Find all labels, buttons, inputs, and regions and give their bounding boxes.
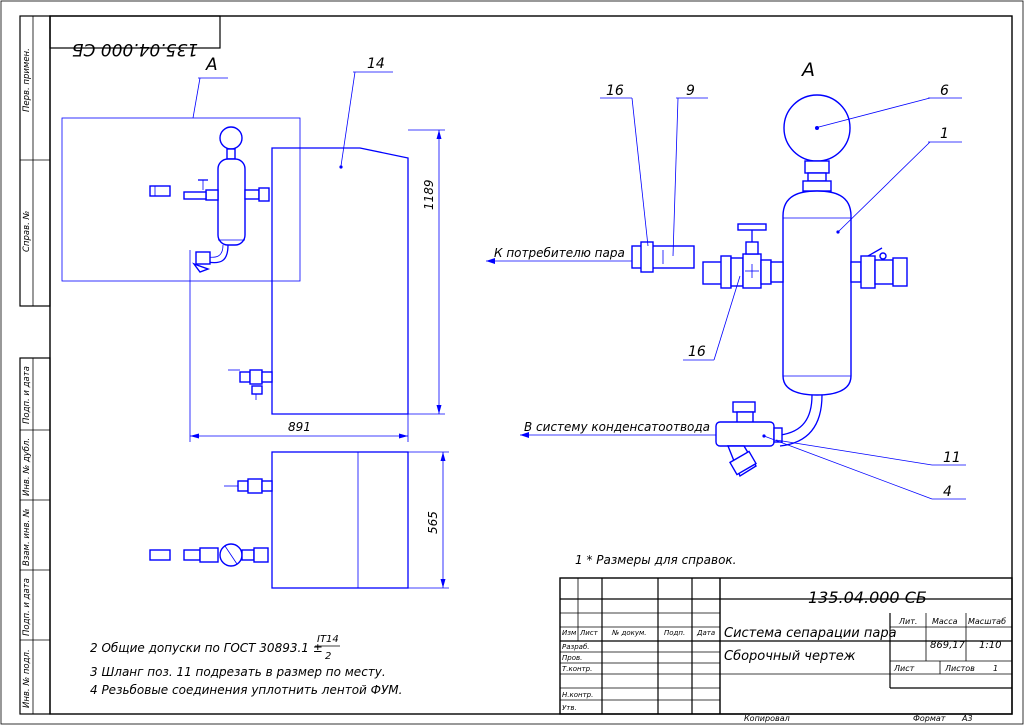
view-a-label-right: А: [800, 59, 815, 81]
detail-callouts: 16 9 6 1 16 11 4: [600, 83, 966, 500]
top-view: 565: [149, 451, 449, 589]
mirrored-code-box: 135.04.000 СБ: [49, 15, 221, 59]
row-checked: Пров.: [562, 654, 582, 662]
dim-side: 565: [426, 511, 440, 534]
boiler-body: [271, 147, 409, 415]
flow-to-consumer: К потребителю пара: [494, 246, 625, 260]
format-label: Формат: [913, 714, 946, 723]
left-margin-columns: [19, 15, 51, 715]
margin-dup-inv: Инв. № дубл.: [22, 438, 32, 496]
scale-label: Масштаб: [968, 617, 1006, 626]
lit-label: Лит.: [898, 617, 917, 626]
separator-small: [149, 126, 270, 273]
col-list: Лист: [579, 629, 599, 637]
note-2-denominator: 2: [325, 651, 331, 662]
title-block: 135.04.000 СБ Система сепарации пара Сбо…: [559, 577, 1013, 715]
col-doc-no: № докум.: [611, 629, 647, 637]
callout-16-bottom: 16: [688, 344, 706, 360]
col-date: Дата: [696, 629, 715, 637]
dim-width: 891: [288, 420, 311, 434]
note-1: 1 * Размеры для справок.: [575, 553, 736, 567]
format-value: А3: [961, 714, 973, 723]
detail-view-a: А: [631, 59, 908, 478]
title-name-1: Система сепарации пара: [724, 626, 897, 641]
detail-window: [61, 117, 301, 282]
title-name-2: Сборочный чертеж: [724, 649, 856, 664]
margin-sign-date-1: Подп. и дата: [22, 366, 32, 424]
dim-height: 1189: [422, 179, 436, 210]
callout-4: 4: [943, 484, 952, 500]
callout-1: 1: [940, 126, 949, 142]
lower-fittings: [228, 369, 273, 400]
mass-value: 869,17: [930, 640, 966, 651]
notes: 1 * Размеры для справок. 2 Общие допуски…: [90, 553, 736, 697]
note-3: 3 Шланг поз. 11 подрезать в размер по ме…: [90, 665, 386, 679]
scale-value: 1:10: [979, 640, 1001, 651]
separator-vessel: [782, 190, 852, 396]
note-4: 4 Резьбовые соединения уплотнить лентой …: [90, 683, 402, 697]
callout-11: 11: [943, 450, 961, 466]
row-norm-control: Н.контр.: [562, 691, 593, 699]
sheets-value: 1: [993, 664, 998, 673]
callout-6: 6: [940, 83, 949, 99]
margin-first-use: Перв. примен.: [22, 48, 32, 112]
callout-14: 14: [367, 56, 385, 72]
margin-sign-date-2: Подп. и дата: [22, 578, 32, 636]
sheet-label: Лист: [893, 664, 915, 673]
row-approved: Утв.: [562, 704, 577, 712]
col-izm: Изм: [562, 629, 577, 637]
note-2-numerator: IT14: [317, 634, 339, 645]
boiler-top: [271, 451, 409, 589]
mass-label: Масса: [932, 617, 958, 626]
note-2: 2 Общие допуски по ГОСТ 30893.1 ±: [90, 641, 323, 655]
inner-frame: [49, 15, 1013, 715]
view-a-label-left: А: [205, 55, 218, 75]
front-view: А 14 1189 891: [61, 55, 445, 442]
col-sign: Подп.: [664, 629, 685, 637]
flow-labels: К потребителю пара В систему конденсатоо…: [486, 246, 716, 438]
margin-repl-inv: Взам. инв. №: [22, 508, 32, 566]
title-doc-code: 135.04.000 СБ: [808, 588, 927, 607]
row-tech-control: Т.контр.: [562, 665, 592, 673]
row-developed: Разраб.: [562, 643, 590, 651]
callout-9: 9: [686, 83, 695, 99]
copied-label: Копировал: [744, 714, 790, 723]
margin-orig-inv: Инв. № подл.: [22, 649, 32, 708]
flow-to-condensate: В систему конденсатоотвода: [524, 420, 710, 434]
margin-ref-no: Справ. №: [22, 210, 32, 252]
mirrored-doc-code: 135.04.000 СБ: [72, 39, 198, 59]
callout-16-top: 16: [606, 83, 624, 99]
sheets-label: Листов: [944, 664, 975, 673]
